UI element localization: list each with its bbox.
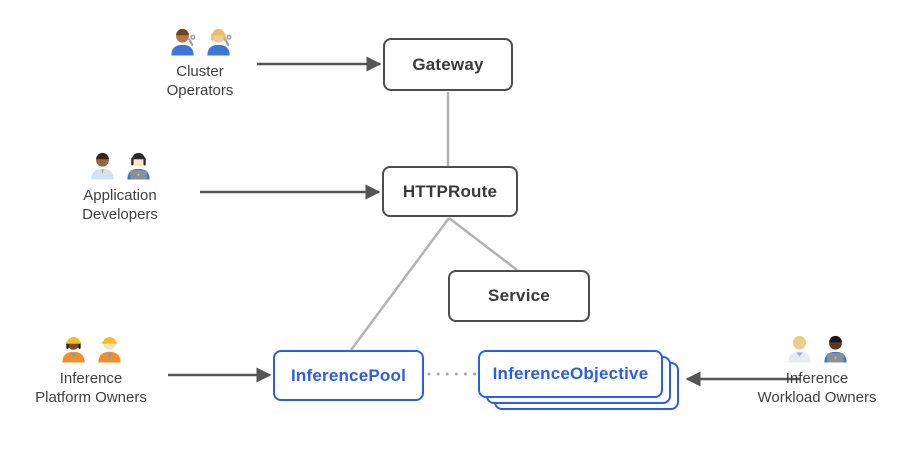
woman-mechanic-icon: [206, 28, 232, 56]
man-office-worker-icon: [90, 152, 114, 180]
service-node: Service: [448, 270, 590, 322]
health-worker-icon: [787, 335, 811, 363]
persona-label-line2: Developers: [82, 206, 158, 223]
persona-label-line1: Inference: [59, 370, 123, 387]
woman-construction-worker-icon: [61, 337, 85, 363]
persona-label-line1: Cluster: [176, 63, 224, 80]
persona-label-line1: Application: [83, 187, 157, 204]
gateway-node: Gateway: [383, 38, 513, 91]
edge-httproute-service: [448, 217, 518, 271]
persona-inference-platform-owners: Inference Platform Owners: [23, 333, 159, 407]
man-technologist-icon: [823, 335, 847, 363]
inference-workload-owners-icons: [784, 333, 851, 364]
httproute-node: HTTPRoute: [382, 166, 518, 217]
persona-label-line2: Workload Owners: [757, 389, 877, 406]
persona-label-line2: Platform Owners: [35, 389, 147, 406]
inferenceobjective-node: InferenceObjective: [478, 350, 663, 398]
persona-label-line1: Inference: [785, 370, 849, 387]
inference-platform-owners-icons: [58, 333, 125, 364]
man-construction-worker-icon: [97, 337, 121, 363]
persona-application-developers: Application Developers: [55, 150, 185, 224]
persona-cluster-operators: Cluster Operators: [135, 26, 265, 100]
application-developers-icons: [87, 150, 154, 181]
inferenceobjective-node-stack: InferenceObjective: [478, 350, 679, 410]
persona-inference-workload-owners: Inference Workload Owners: [748, 333, 886, 407]
persona-label-line2: Operators: [166, 82, 234, 99]
inferencepool-node: InferencePool: [273, 350, 424, 401]
man-mechanic-icon: [170, 28, 196, 56]
edge-httproute-inferencepool: [349, 217, 451, 351]
cluster-operators-icons: [167, 26, 234, 57]
woman-technologist-icon: [126, 152, 150, 180]
